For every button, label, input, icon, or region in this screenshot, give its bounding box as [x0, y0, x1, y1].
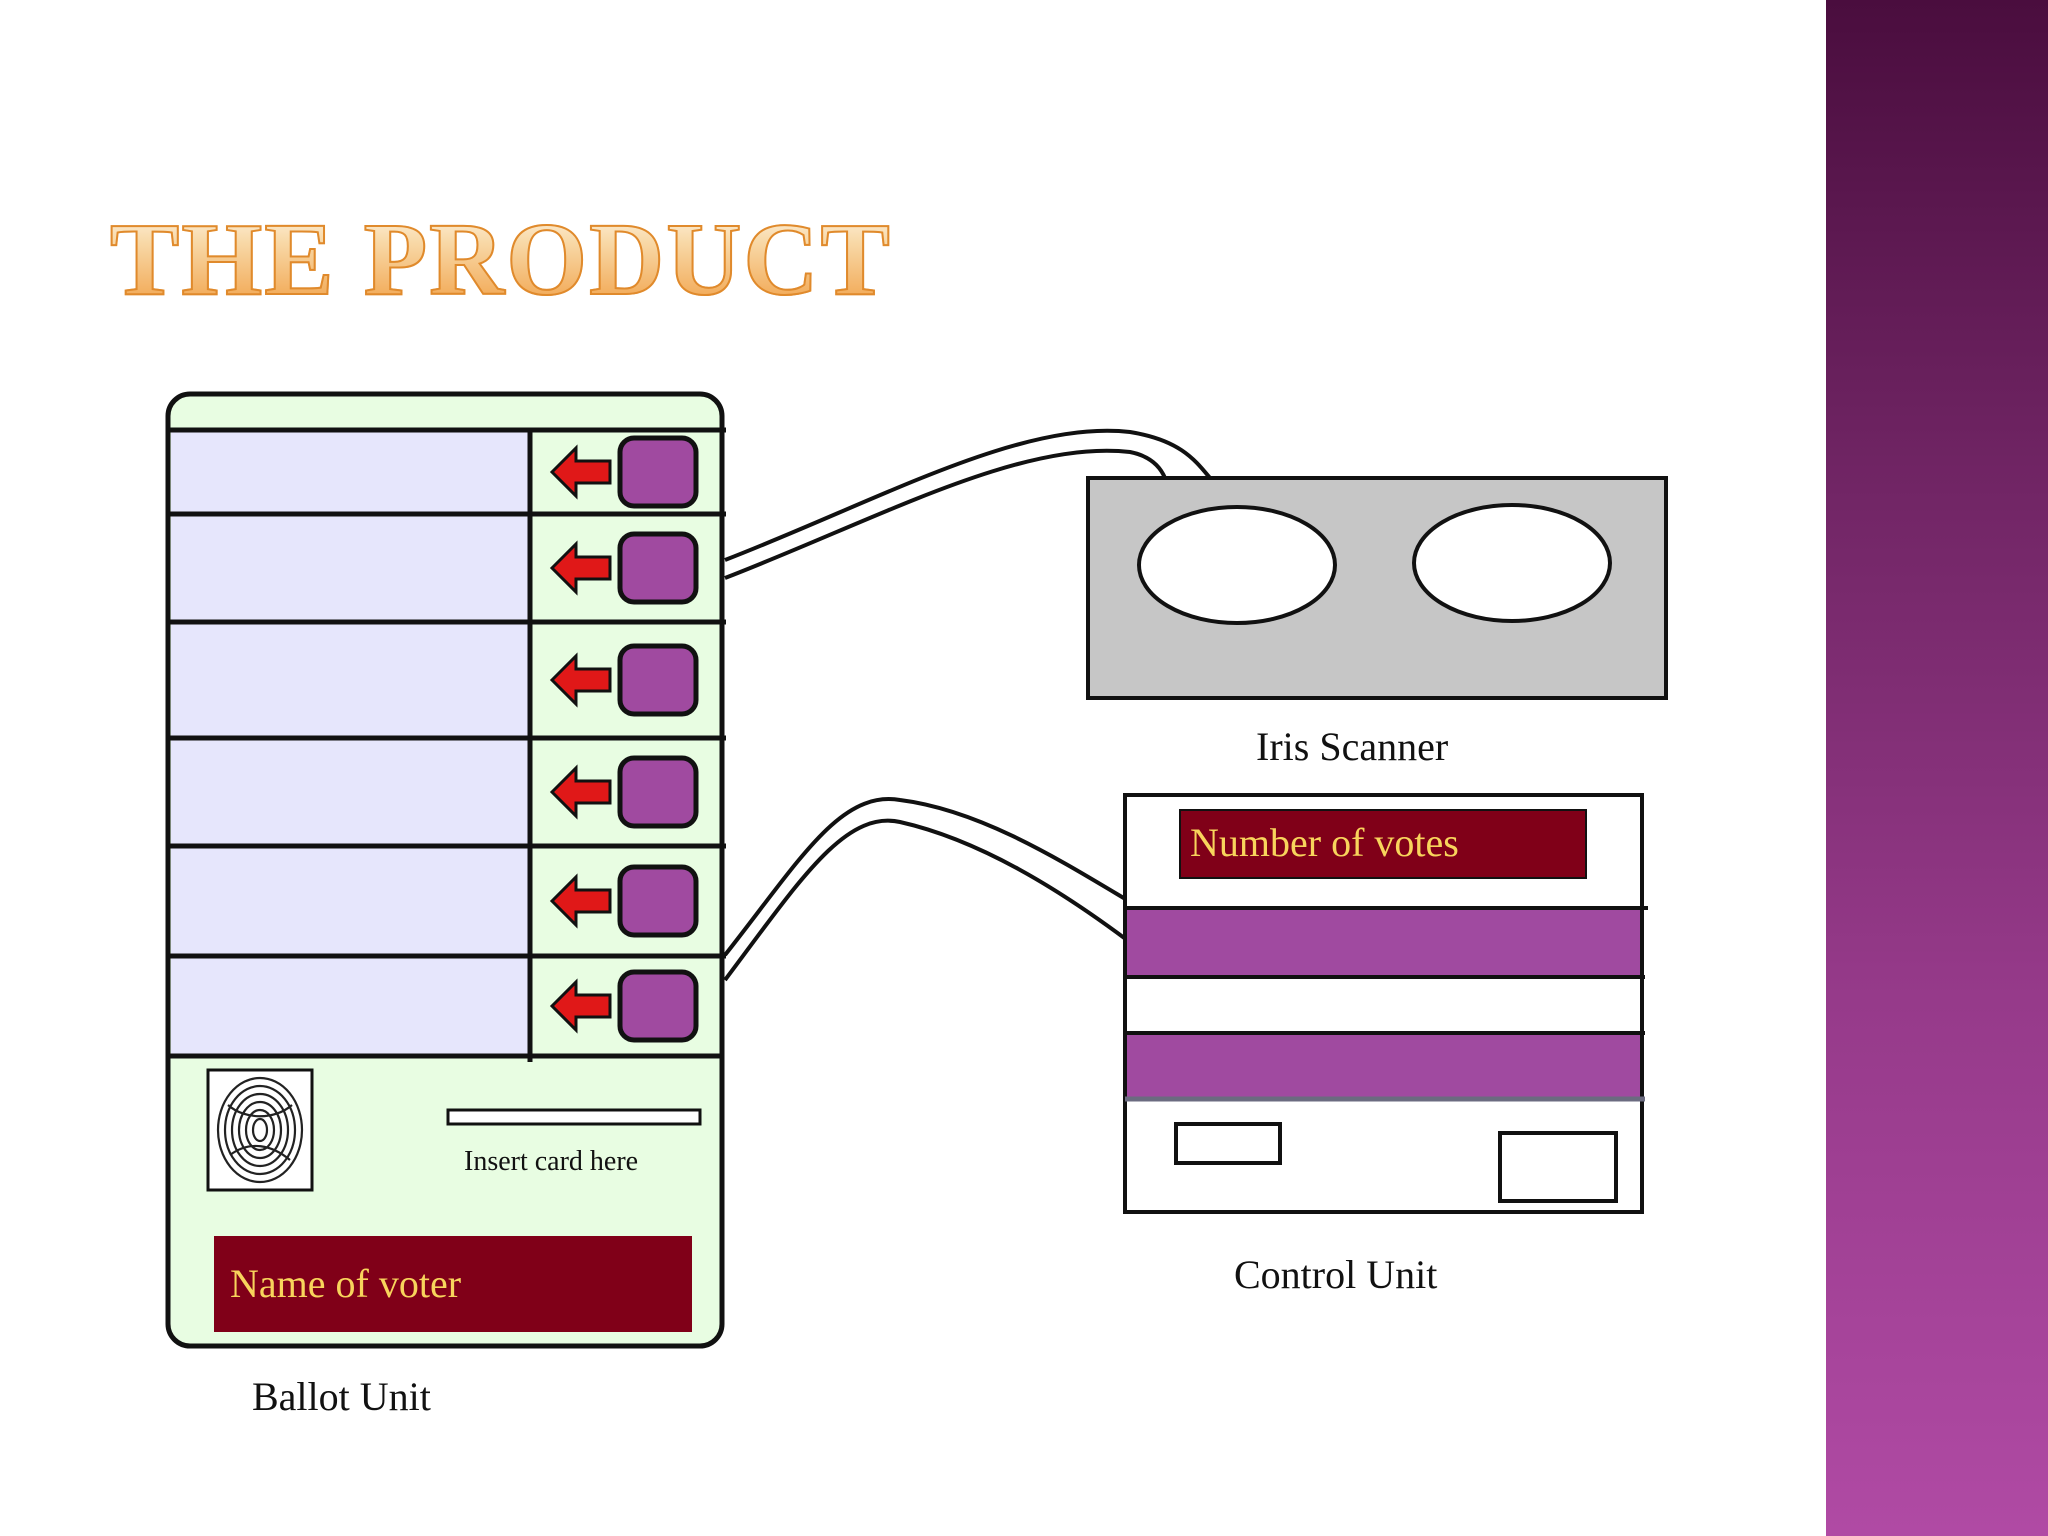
ballot-unit: Insert card here Name of voter — [165, 391, 726, 1349]
arrow-left-icon — [549, 540, 612, 596]
cables — [723, 428, 1212, 982]
cable-scanner-inner — [724, 448, 1167, 580]
arrow-left-icon — [549, 764, 612, 820]
voter-name-panel — [214, 1236, 692, 1332]
control-unit-label: Control Unit — [1234, 1252, 1437, 1297]
vote-button[interactable] — [617, 864, 699, 938]
voter-name-label: Name of voter — [230, 1261, 461, 1306]
arrow-left-icon — [549, 652, 612, 708]
right-eye-window — [1412, 503, 1612, 623]
ballot-unit-label: Ballot Unit — [252, 1374, 431, 1419]
side-decoration-bar — [1826, 0, 2048, 1536]
candidate-row — [168, 735, 726, 844]
fingerprint-reader[interactable] — [206, 1068, 314, 1192]
arrow-left-icon — [549, 444, 612, 500]
control-stripe-top — [1127, 910, 1640, 976]
votes-display-label: Number of votes — [1190, 820, 1459, 865]
vote-button[interactable] — [617, 643, 699, 717]
vote-button[interactable] — [617, 531, 699, 605]
arrow-left-icon — [549, 978, 612, 1034]
votes-display — [1179, 809, 1587, 879]
left-eye-window — [1137, 505, 1337, 625]
candidate-name-slot — [171, 624, 528, 736]
cable-control-outer — [723, 797, 1129, 957]
candidate-row — [171, 432, 699, 512]
control-unit: Number of votes — [1123, 793, 1648, 1214]
card-slot-label: Insert card here — [464, 1146, 638, 1177]
candidate-name-slot — [171, 848, 528, 954]
iris-scanner — [1086, 476, 1668, 700]
candidate-row — [168, 511, 726, 620]
vote-button[interactable] — [617, 755, 699, 829]
candidate-row — [168, 843, 726, 954]
candidate-name-slot — [171, 740, 528, 844]
control-button-large[interactable] — [1498, 1131, 1618, 1203]
cable-control-inner — [723, 818, 1129, 982]
control-button-small[interactable] — [1174, 1122, 1282, 1165]
candidate-row — [168, 619, 726, 736]
arrow-left-icon — [549, 873, 612, 929]
fingerprint-icon — [216, 1076, 304, 1184]
candidate-row — [168, 953, 726, 1054]
candidate-name-slot — [171, 958, 528, 1054]
cable-scanner-outer — [724, 428, 1212, 562]
card-slot[interactable] — [446, 1108, 702, 1126]
iris-scanner-label: Iris Scanner — [1256, 724, 1448, 769]
slide-title: THE PRODUCT — [109, 201, 892, 318]
candidate-name-slot — [171, 432, 528, 512]
vote-button[interactable] — [617, 969, 699, 1043]
candidate-name-slot — [171, 516, 528, 620]
vote-button[interactable] — [617, 435, 699, 509]
control-stripe-bottom — [1127, 1035, 1640, 1098]
candidate-rows — [168, 432, 726, 1059]
